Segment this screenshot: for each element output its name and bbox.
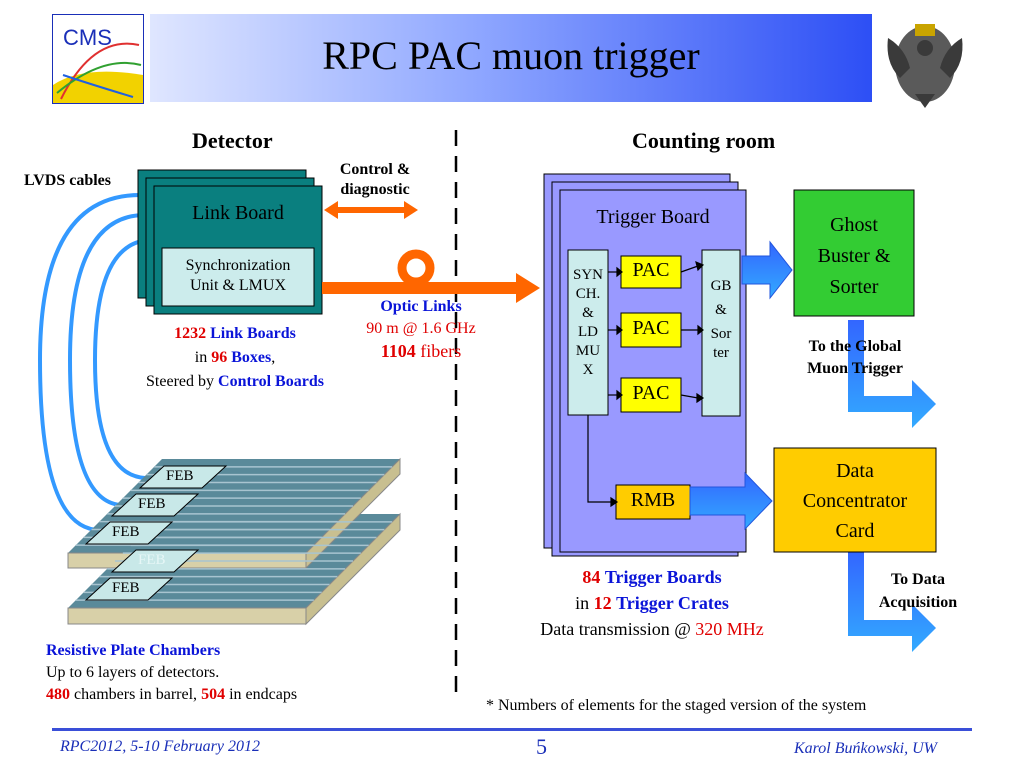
detector-heading: Detector [192, 128, 273, 153]
footer-divider [52, 728, 972, 731]
steered-text: Steered by [146, 373, 215, 390]
trigger-board-label: Trigger Board [596, 206, 710, 228]
trigger-stats: 84 Trigger Boards in 12 Trigger Crates D… [492, 564, 812, 642]
optic-loop [397, 249, 435, 287]
feb-box [110, 493, 200, 517]
comma: , [271, 349, 276, 366]
lvds-cable [67, 213, 146, 507]
fibers-label: fibers [420, 341, 462, 361]
feb-label: FEB [138, 496, 166, 512]
in-text: in [194, 349, 208, 366]
crest-logo [880, 18, 970, 110]
chambers-title: Resistive Plate Chambers [46, 642, 221, 659]
page-number: 5 [536, 734, 547, 759]
feb-label: FEB [138, 552, 166, 568]
title-bar [150, 14, 872, 102]
chambers-info: Resistive Plate Chambers Up to 6 layers … [46, 640, 297, 706]
optic-speed: 90 m @ 1.6 GHz [366, 320, 476, 337]
footer-author: Karol Buńkowski, UW [794, 740, 937, 757]
lvds-cable [92, 238, 153, 480]
sync-unit-label: Synchronization Unit & LMUX [162, 256, 314, 296]
n-boxes: 96 [211, 349, 228, 366]
pac-label: PAC [632, 259, 670, 281]
cms-logo: CMS [52, 14, 144, 104]
transmission-text: Data transmission @ [540, 619, 691, 639]
n-endcap: 504 [201, 686, 226, 703]
feb-label: FEB [112, 524, 140, 540]
gb-sorter-box [701, 249, 741, 417]
feb-boxes [84, 465, 228, 601]
crates-label: Trigger Crates [616, 593, 729, 613]
control-arrow [324, 201, 418, 219]
syncmux-box [567, 249, 609, 416]
feb-box [84, 521, 174, 545]
control-label-line: diagnostic [340, 181, 410, 198]
lvds-cable [37, 193, 141, 532]
link-stats: 1232 Link Boards in 96 Boxes, Steered by… [110, 322, 360, 394]
rmb-label: RMB [630, 489, 676, 511]
pac-label: PAC [632, 317, 670, 339]
feb-label: FEB [166, 468, 194, 484]
pac-label: PAC [632, 382, 670, 404]
staged-note: * Numbers of elements for the staged ver… [486, 697, 867, 714]
sync-unit-line: Unit & LMUX [190, 277, 286, 294]
endcap-text: in endcaps [229, 686, 298, 703]
sync-unit-line: Synchronization [185, 257, 291, 274]
dcc-box [773, 447, 937, 553]
arrow-to-dcc [689, 471, 773, 531]
n-trigger-boards: 84 [582, 567, 601, 587]
cms-logo-text: CMS [63, 25, 112, 50]
optic-title: Optic Links [380, 298, 462, 315]
lvds-cables [37, 193, 153, 532]
feb-box [84, 577, 174, 601]
feb-label: FEB [112, 580, 140, 596]
pac-box-3 [620, 377, 682, 413]
link-board-label: Link Board [192, 202, 284, 224]
boxes-label: Boxes [231, 349, 272, 366]
n-link-boards: 1232 [174, 325, 207, 342]
sync-unit-box [161, 247, 315, 307]
arrow-to-daq [848, 552, 936, 652]
optic-info: Optic Links 90 m @ 1.6 GHz 1104 fibers [346, 296, 496, 362]
counting-room-heading: Counting room [632, 128, 776, 153]
n-fibers: 1104 [380, 341, 416, 361]
n-crates: 12 [593, 593, 612, 613]
pac-box-2 [620, 312, 682, 348]
trigger-boards-label: Trigger Boards [604, 567, 722, 587]
feb-box [110, 549, 200, 573]
chambers-layers: Up to 6 layers of detectors. [46, 664, 220, 681]
transmission-rate: 320 MHz [695, 619, 764, 639]
arrow-to-ghost-buster [741, 240, 793, 300]
n-barrel: 480 [46, 686, 70, 703]
internal-arrows [587, 260, 705, 508]
in-text: in [575, 593, 590, 613]
lvds-label: LVDS cables [24, 172, 111, 189]
link-boards-label: Link Boards [210, 325, 296, 342]
barrel-text: chambers in barrel, [74, 686, 198, 703]
optic-arrow [322, 273, 540, 303]
feb-box [138, 465, 228, 489]
pac-box-1 [620, 255, 682, 289]
control-boards-label: Control Boards [218, 373, 324, 390]
control-label: Control & diagnostic [326, 160, 424, 200]
footer-conference: RPC2012, 5-10 February 2012 [60, 738, 260, 755]
ghost-buster-box [793, 189, 915, 317]
page-title: RPC PAC muon trigger [322, 33, 700, 78]
arrow-to-global-muon-trigger [848, 320, 936, 428]
control-label-line: Control & [339, 161, 411, 178]
